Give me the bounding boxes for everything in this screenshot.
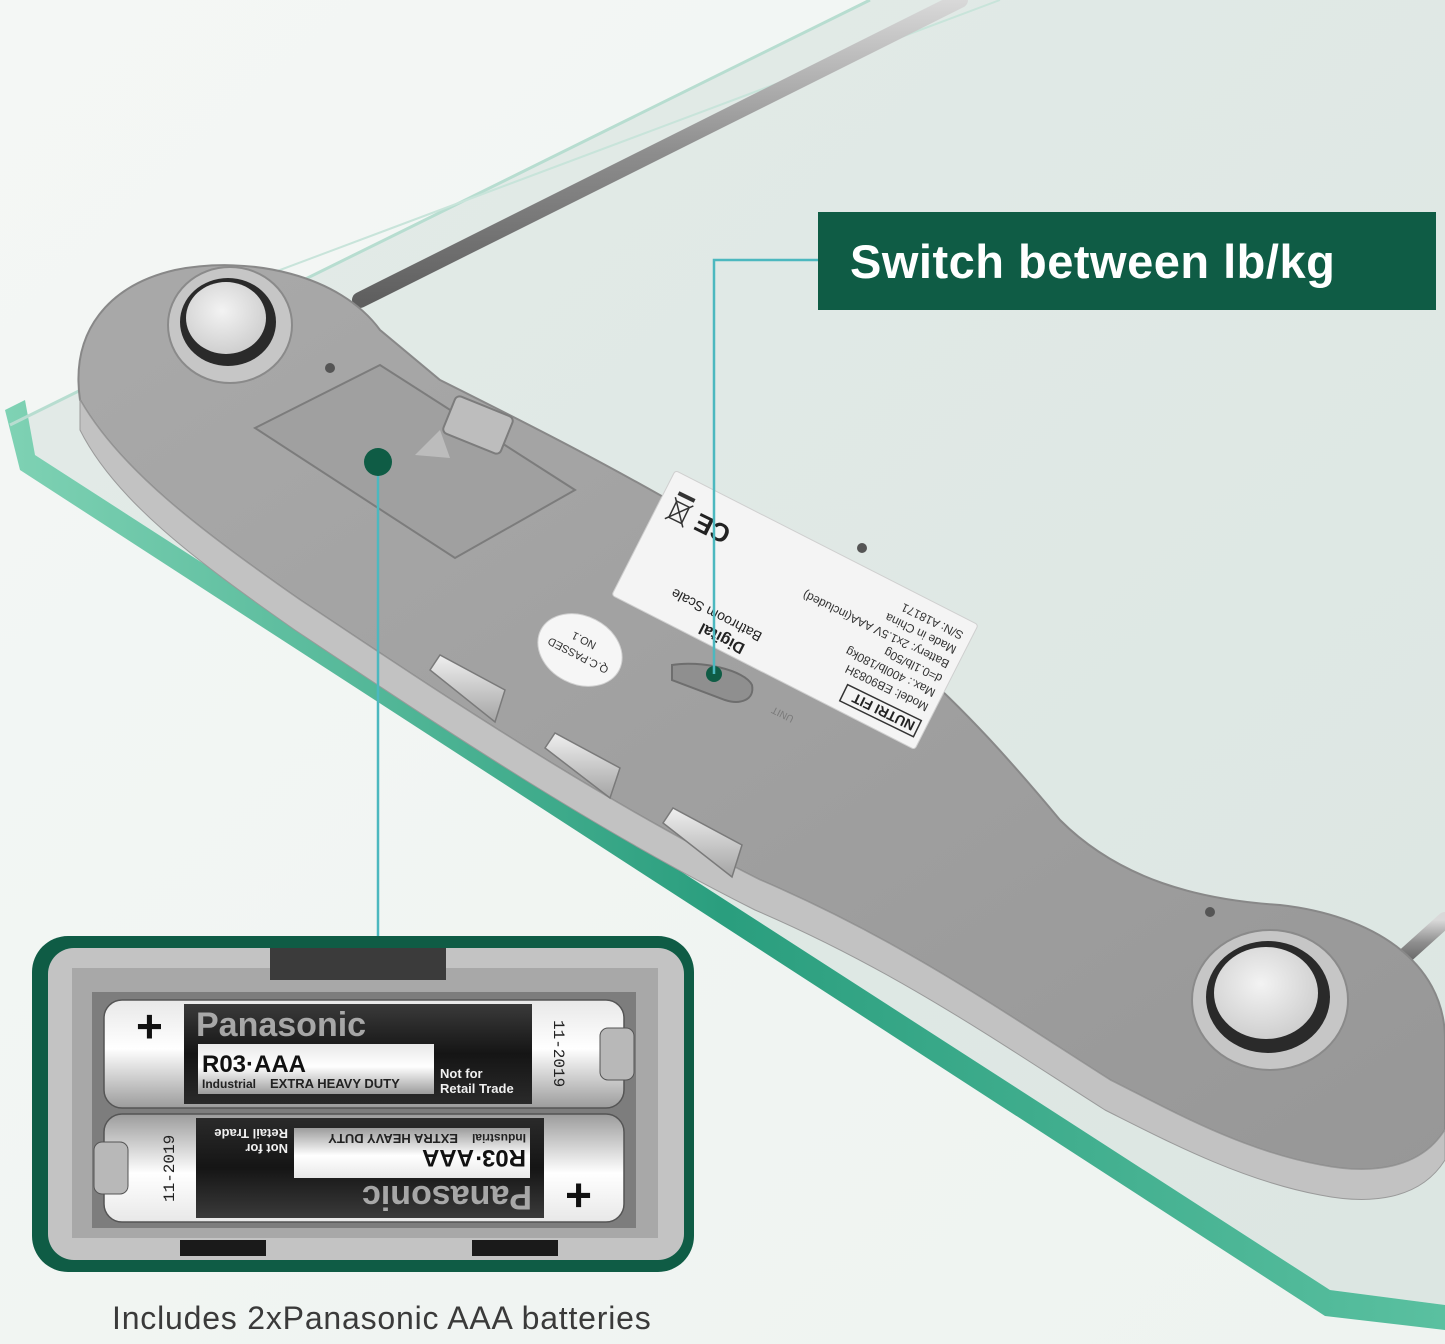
battery-inset: + Panasonic R03·AAA Industrial EXTRA HEA… xyxy=(32,936,694,1272)
battery-cover[interactable] xyxy=(252,363,577,560)
battery-2-duty: EXTRA HEAVY DUTY xyxy=(328,1131,458,1146)
foot-bottom-right xyxy=(1191,929,1349,1071)
side-button-3[interactable] xyxy=(661,807,743,879)
battery-1-plus: + xyxy=(136,1000,163,1052)
body-side xyxy=(79,398,1445,1200)
battery-callout-connector xyxy=(364,448,392,936)
battery-2-date: 11-2019 xyxy=(161,1135,179,1202)
battery-cover-latch[interactable] xyxy=(442,395,514,455)
battery-1-notice2: Retail Trade xyxy=(440,1081,514,1096)
support-rod-top xyxy=(352,0,968,308)
battery-1-grade: Industrial xyxy=(202,1077,256,1091)
battery-2-brand: Panasonic xyxy=(362,1178,532,1216)
screw xyxy=(857,543,867,553)
weee-bin-icon xyxy=(664,491,696,528)
arrow-icon xyxy=(415,430,450,458)
battery-2-plus: + xyxy=(565,1170,592,1222)
side-button-1[interactable] xyxy=(428,654,506,724)
battery-1-date: 11-2019 xyxy=(549,1020,567,1087)
battery-caption: Includes 2xPanasonic AAA batteries xyxy=(112,1300,652,1336)
switch-unit-callout-text: Switch between lb/kg xyxy=(850,234,1336,288)
battery-1-duty: EXTRA HEAVY DUTY xyxy=(270,1076,400,1091)
battery-2-notice2: Retail Trade xyxy=(214,1126,288,1141)
side-button-2[interactable] xyxy=(543,732,621,800)
foot-top-left xyxy=(167,266,293,384)
battery-1-brand: Panasonic xyxy=(196,1006,366,1044)
qc-sticker: Q.C.PASSED NO.1 xyxy=(537,613,623,687)
battery-1-notice1: Not for xyxy=(440,1066,483,1081)
screw xyxy=(1205,907,1215,917)
switch-callout-connector xyxy=(712,258,818,674)
battery-2-grade: Industrial xyxy=(472,1131,526,1145)
battery-2-type: R03·AAA xyxy=(422,1144,526,1171)
battery-1: + Panasonic R03·AAA Industrial EXTRA HEA… xyxy=(103,999,635,1109)
battery-2-notice1: Not for xyxy=(245,1141,288,1156)
screw xyxy=(325,363,335,373)
battery-2: + Panasonic R03·AAA Industrial EXTRA HEA… xyxy=(93,1113,625,1223)
battery-1-type: R03·AAA xyxy=(202,1051,306,1078)
side-buttons xyxy=(428,654,743,879)
switch-unit-callout: Switch between lb/kg xyxy=(818,212,1436,310)
